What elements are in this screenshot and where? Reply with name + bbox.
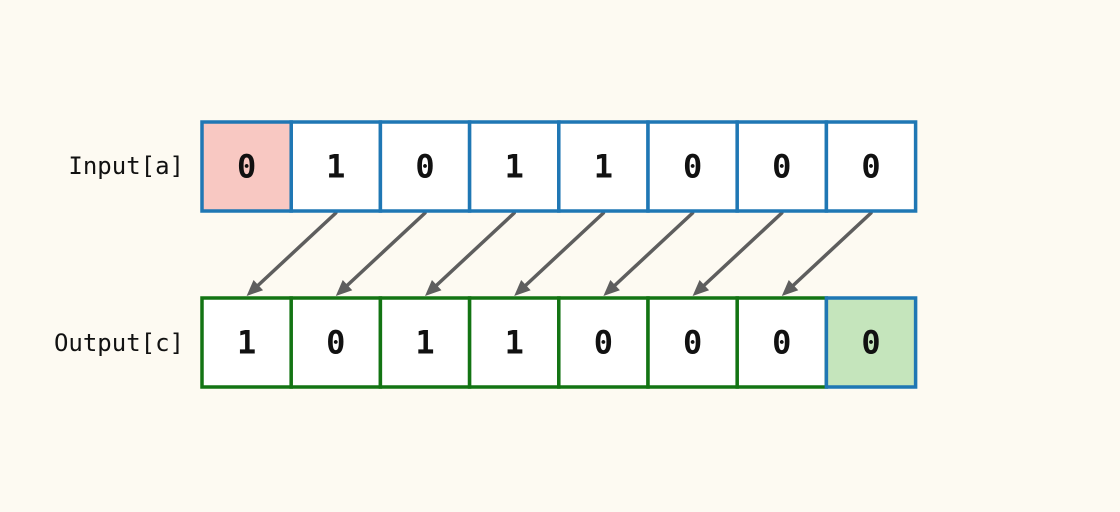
shift-arrow-5 — [692, 211, 784, 296]
output-cell-5 — [646, 296, 739, 389]
output-bit-2: 1 — [415, 324, 434, 362]
input-bit-0: 0 — [237, 148, 256, 186]
output-row: 1 0 1 1 0 0 0 0 — [200, 296, 918, 389]
shift-arrow-4 — [603, 211, 695, 296]
output-bit-4: 0 — [594, 324, 613, 362]
input-cell-0 — [200, 120, 293, 213]
input-row: 1 0 1 1 0 0 0 0 — [200, 120, 918, 213]
input-bit-4: 1 — [594, 148, 613, 186]
input-cell-3 — [467, 120, 561, 213]
input-bit-6: 0 — [772, 148, 791, 186]
input-row-label: Input[a] — [68, 152, 184, 180]
output-bit-7: 0 — [861, 324, 880, 362]
shift-arrow-6 — [781, 211, 873, 296]
output-cell-1 — [289, 296, 383, 389]
shift-arrow-0 — [246, 211, 338, 296]
shift-arrows — [246, 211, 873, 296]
input-cell-4 — [557, 120, 650, 213]
output-cell-3 — [467, 296, 561, 389]
output-bit-0: 1 — [237, 324, 256, 362]
input-cell-6 — [735, 120, 829, 213]
input-bit-2: 0 — [415, 148, 434, 186]
output-bit-1: 0 — [326, 324, 345, 362]
input-bit-1: 1 — [326, 148, 345, 186]
input-cell-1 — [289, 120, 383, 213]
input-bit-5: 0 — [683, 148, 702, 186]
output-bit-3: 1 — [505, 324, 524, 362]
output-bit-5: 0 — [683, 324, 702, 362]
input-cell-7 — [824, 120, 918, 213]
shift-arrow-1 — [335, 211, 427, 296]
input-bit-3: 1 — [505, 148, 524, 186]
shift-arrow-3 — [514, 211, 606, 296]
input-cell-5 — [646, 120, 739, 213]
output-bit-6: 0 — [772, 324, 791, 362]
output-row-label: Output[c] — [54, 329, 184, 357]
output-cell-2 — [378, 296, 472, 389]
output-cell-7 — [824, 296, 918, 389]
shift-arrow-2 — [425, 211, 516, 296]
input-bit-7: 0 — [861, 148, 880, 186]
